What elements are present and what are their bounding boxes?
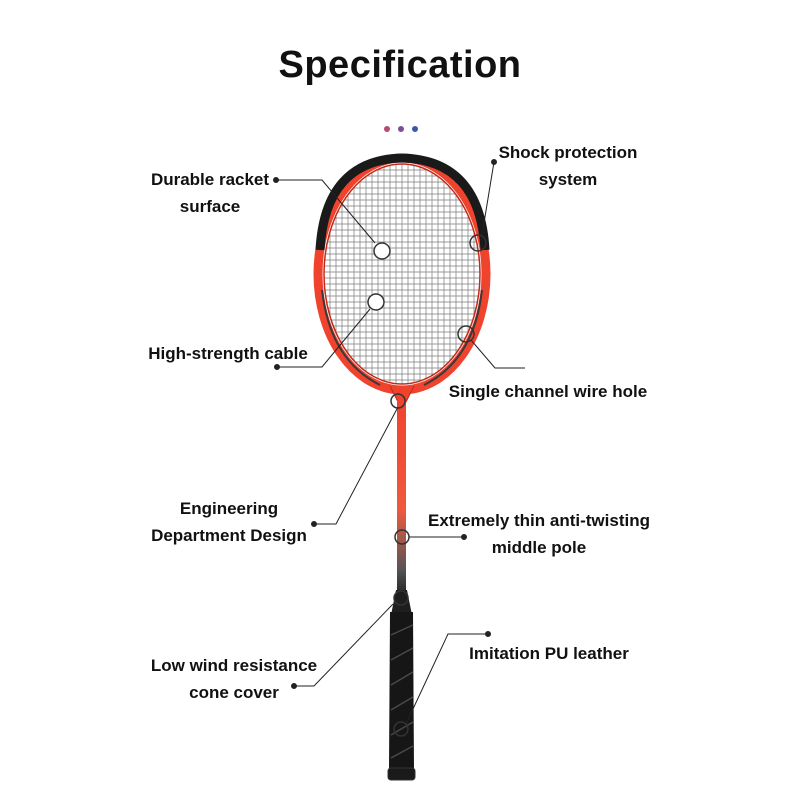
marker-durable-surface xyxy=(373,242,391,260)
callout-line: Imitation PU leather xyxy=(469,644,629,663)
callout-durable-surface: Durable racket surface xyxy=(145,166,275,220)
marker-engineering xyxy=(390,393,406,409)
callout-line: cone cover xyxy=(189,683,279,702)
marker-single-channel xyxy=(457,325,475,343)
callout-pu-leather: Imitation PU leather xyxy=(466,640,632,667)
callout-high-strength: High-strength cable xyxy=(144,340,312,367)
marker-shock-protection xyxy=(469,234,487,252)
callout-wind-cone: Low wind resistance cone cover xyxy=(148,652,320,706)
racket-frame-accent xyxy=(321,289,381,386)
callout-line: Extremely thin anti-twisting xyxy=(428,511,650,530)
racket-grip xyxy=(389,612,414,774)
page-title: Specification xyxy=(278,44,522,86)
marker-thin-pole xyxy=(394,529,410,545)
callout-line: Durable racket xyxy=(150,170,270,189)
racket-throat xyxy=(389,385,415,403)
dot-pink xyxy=(384,126,390,132)
racket-frame-inner xyxy=(323,163,481,385)
callout-markers xyxy=(367,234,487,737)
callout-line: Shock protection xyxy=(498,143,638,162)
marker-wind-cone xyxy=(393,590,409,606)
grip-wrap-pattern xyxy=(390,624,414,759)
callout-line: Low wind resistance xyxy=(150,656,318,675)
callout-line: middle pole xyxy=(491,538,587,557)
racket-butt-cap xyxy=(387,767,416,781)
dot-purple xyxy=(398,126,404,132)
racket-frame-accent-right xyxy=(423,289,483,386)
callout-line: Single channel wire hole xyxy=(448,382,648,401)
callout-shock-protection: Shock protection system xyxy=(494,139,642,193)
callout-line: Engineering xyxy=(179,499,279,518)
callout-line: High-strength cable xyxy=(148,344,308,363)
racket-shaft xyxy=(397,400,406,600)
callout-line: surface xyxy=(179,197,241,216)
callout-line: Department Design xyxy=(151,526,307,545)
callout-engineering: Engineering Department Design xyxy=(146,495,312,549)
callout-single-channel: Single channel wire hole xyxy=(446,378,650,405)
decorative-dots xyxy=(382,126,422,134)
racket-frame-top-dark xyxy=(315,153,490,251)
callout-thin-pole: Extremely thin anti-twisting middle pole xyxy=(424,507,654,561)
racket-cone-cover xyxy=(391,590,412,615)
dot-blue xyxy=(412,126,418,132)
callout-lines xyxy=(273,159,525,725)
marker-pu-leather xyxy=(393,721,409,737)
racket-strings xyxy=(324,164,480,384)
marker-high-strength xyxy=(367,293,385,311)
callout-line: system xyxy=(538,170,598,189)
